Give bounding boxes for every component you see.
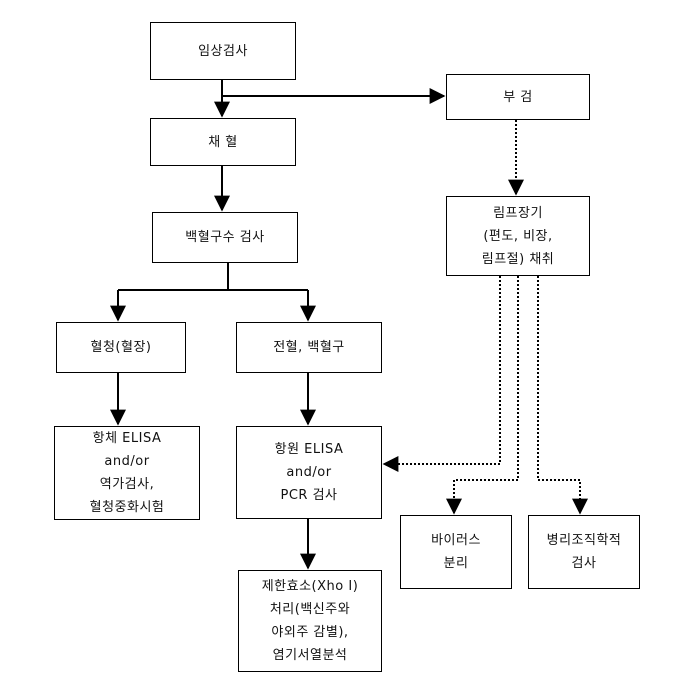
node-serum-label: 혈청(혈장) xyxy=(90,340,152,355)
node-autopsy-label: 부 검 xyxy=(503,89,533,105)
node-antibody-elisa: 항체 ELISA and/or 역가검사, 혈청중화시험 xyxy=(54,426,200,520)
node-restriction-enzyme: 제한효소(Xho I) 처리(백신주와 야외주 감별), 염기서열분석 xyxy=(238,570,382,672)
node-histopathology-line-1: 병리조직학적 xyxy=(546,533,622,548)
node-antibody-line-4: 혈청중화시험 xyxy=(89,500,165,515)
node-antigen-line-2: and/or xyxy=(286,465,332,480)
node-restriction-line-3: 야외주 감별), xyxy=(271,625,349,640)
node-lymphoid-line-2: (편도, 비장, xyxy=(483,228,553,244)
node-antigen-line-1: 항원 ELISA xyxy=(274,442,344,457)
node-antibody-line-3: 역가검사, xyxy=(99,477,155,492)
node-whole-blood: 전혈, 백혈구 xyxy=(236,322,382,373)
node-restriction-line-4: 염기서열분석 xyxy=(272,648,348,663)
node-histopathology: 병리조직학적 검사 xyxy=(528,515,640,589)
node-whole-blood-label: 전혈, 백혈구 xyxy=(273,340,345,355)
node-lymphoid-line-3: 림프절) 채취 xyxy=(481,251,555,267)
node-blood-collection: 채 혈 xyxy=(150,118,296,166)
node-blood-collection-label: 채 혈 xyxy=(208,134,238,150)
node-wbc-count-label: 백혈구수 검사 xyxy=(185,230,265,245)
node-antigen-elisa: 항원 ELISA and/or PCR 검사 xyxy=(236,426,382,519)
arrow-lymphoid-to-histopathology xyxy=(537,276,588,515)
node-clinical-exam-label: 임상검사 xyxy=(198,43,248,59)
node-restriction-line-2: 처리(백신주와 xyxy=(269,602,351,617)
node-virus-line-1: 바이러스 xyxy=(431,533,481,548)
node-virus-line-2: 분리 xyxy=(443,556,469,571)
node-antigen-line-3: PCR 검사 xyxy=(280,488,338,503)
node-histopathology-line-2: 검사 xyxy=(571,556,597,571)
node-antibody-line-2: and/or xyxy=(104,454,150,469)
arrow-lymphoid-to-antigen xyxy=(382,276,501,472)
node-lymphoid-collection: 림프장기 (편도, 비장, 림프절) 채취 xyxy=(446,196,590,276)
node-serum: 혈청(혈장) xyxy=(56,322,186,373)
arrow-lymphoid-to-virus xyxy=(446,276,519,515)
node-virus-isolation: 바이러스 분리 xyxy=(400,515,512,589)
node-wbc-count: 백혈구수 검사 xyxy=(152,212,298,263)
node-autopsy: 부 검 xyxy=(446,74,590,120)
node-restriction-line-1: 제한효소(Xho I) xyxy=(261,579,359,594)
node-lymphoid-line-1: 림프장기 xyxy=(493,205,543,221)
node-antibody-line-1: 항체 ELISA xyxy=(92,431,162,446)
node-clinical-exam: 임상검사 xyxy=(150,22,296,80)
